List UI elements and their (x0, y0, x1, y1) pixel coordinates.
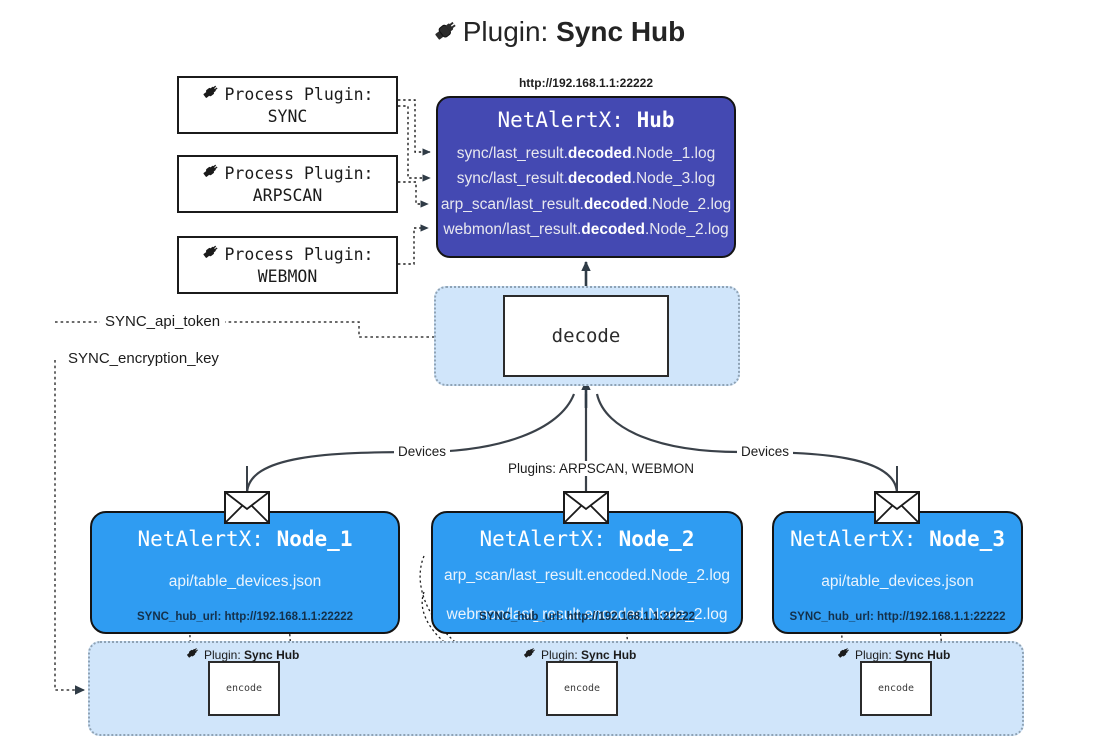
decode-box[interactable]: decode (503, 295, 669, 377)
node-title: NetAlertX: Node_1 (92, 527, 398, 551)
plug-icon (201, 162, 220, 185)
log-post: .Node_1.log (631, 145, 716, 162)
log-pre: sync/last_result. (456, 170, 568, 188)
envelope-icon (874, 491, 920, 524)
node-title-name: Node_2 (618, 527, 695, 551)
node-title: NetAlertX: Node_3 (774, 527, 1021, 551)
process-plugin-name: WEBMON (257, 266, 318, 286)
log-pre: arp_scan/last_result. (440, 195, 584, 213)
node-card-node3[interactable]: NetAlertX: Node_3 api/table_devices.json… (772, 511, 1023, 634)
process-plugin-name: ARPSCAN (252, 185, 323, 205)
hub-url-label: http://192.168.1.1:22222 (518, 76, 654, 90)
process-plugin-box-webmon[interactable]: Process Plugin: WEBMON (177, 236, 398, 294)
process-plugin-label: Process Plugin: (224, 244, 374, 264)
node-footer: SYNC_hub_url: http://192.168.1.1:22222 (789, 611, 1006, 623)
title-prefix: Plugin: (462, 16, 549, 47)
title-name: Sync Hub (556, 16, 686, 47)
plug-icon (432, 18, 459, 51)
encode-box-1[interactable]: encode (208, 661, 280, 716)
plug-icon (185, 646, 200, 663)
node-line: api/table_devices.json (821, 573, 974, 590)
plugin-name: Sync Hub (581, 647, 637, 662)
plugin-prefix: Plugin: (541, 647, 578, 662)
node-line: webmon/last_result.encoded.Node_2.log (446, 605, 728, 623)
log-mid: decoded (567, 145, 632, 162)
process-plugin-box-arpscan[interactable]: Process Plugin: ARPSCAN (177, 155, 398, 213)
node-card-node2[interactable]: NetAlertX: Node_2 arp_scan/last_result.e… (431, 511, 743, 634)
process-plugin-label: Process Plugin: (224, 84, 374, 104)
plugin-name: Sync Hub (895, 647, 951, 662)
node-title: NetAlertX: Node_2 (433, 527, 741, 551)
log-post: .Node_2.log (644, 220, 729, 238)
envelope-icon (224, 491, 270, 524)
encoder-plugin-label-2: Plugin: Sync Hub (522, 646, 636, 663)
node-title-prefix: NetAlertX: (479, 527, 606, 551)
node-footer: SYNC_hub_url: http://192.168.1.1:22222 (478, 611, 696, 623)
edge-sync-plugin-to-hub-log1 (398, 99, 431, 156)
hub-log-line: sync/last_result.decoded.Node_1.log (438, 141, 734, 166)
page-title: Plugin: Sync Hub (0, 16, 1117, 51)
hub-log-line: arp_scan/last_result.decoded.Node_2.log (438, 192, 734, 217)
node-title-name: Node_1 (276, 527, 353, 551)
process-plugin-label: Process Plugin: (224, 163, 374, 183)
plug-icon (201, 243, 220, 266)
node-line: arp_scan/last_result.encoded.Node_2.log (443, 567, 731, 584)
encoder-plugin-label-3: Plugin: Sync Hub (836, 646, 950, 663)
encoder-plugin-label-1: Plugin: Sync Hub (185, 646, 299, 663)
hub-log-line: webmon/last_result.decoded.Node_2.log (438, 217, 734, 242)
log-mid: decoded (583, 195, 648, 213)
node-title-prefix: NetAlertX: (790, 527, 917, 551)
log-mid: decoded (567, 170, 632, 188)
edge-webmon-plugin-to-hub-log4 (398, 224, 429, 265)
log-mid: decoded (581, 220, 645, 238)
node-footer: SYNC_hub_url: http://192.168.1.1:22222 (136, 611, 354, 623)
hub-title: NetAlertX: Hub (438, 108, 734, 132)
edge-label-plugins-center: Plugins: ARPSCAN, WEBMON (504, 461, 699, 476)
envelope-icon (563, 491, 609, 524)
plug-icon (522, 646, 537, 663)
node-title-name: Node_3 (929, 527, 1005, 551)
log-post: .Node_3.log (631, 170, 716, 188)
encode-box-3[interactable]: encode (860, 661, 932, 716)
hub-card[interactable]: NetAlertX: Hub sync/last_result.decoded.… (436, 96, 736, 258)
plug-icon (201, 83, 220, 106)
log-pre: sync/last_result. (456, 145, 568, 162)
hub-log-line: sync/last_result.decoded.Node_3.log (438, 166, 734, 191)
process-plugin-name: SYNC (267, 106, 308, 126)
encode-box-2[interactable]: encode (546, 661, 618, 716)
plug-icon (836, 646, 851, 663)
node-title-prefix: NetAlertX: (137, 527, 264, 551)
hub-title-prefix: NetAlertX: (497, 108, 624, 132)
edge-label-devices-left: Devices (394, 444, 451, 459)
plugin-prefix: Plugin: (204, 647, 241, 662)
hub-title-name: Hub (636, 108, 675, 132)
process-plugin-box-sync[interactable]: Process Plugin: SYNC (177, 76, 398, 134)
sync-encryption-key-label: SYNC_encryption_key (63, 350, 224, 367)
log-pre: webmon/last_result. (443, 220, 582, 238)
sync-api-token-label: SYNC_api_token (100, 313, 226, 330)
log-post: .Node_2.log (647, 195, 732, 213)
plugin-prefix: Plugin: (855, 647, 892, 662)
edge-label-devices-right: Devices (737, 444, 794, 459)
node-line: api/table_devices.json (168, 573, 322, 590)
plugin-name: Sync Hub (244, 647, 300, 662)
edge-encryption-key-to-encoders (54, 360, 85, 695)
